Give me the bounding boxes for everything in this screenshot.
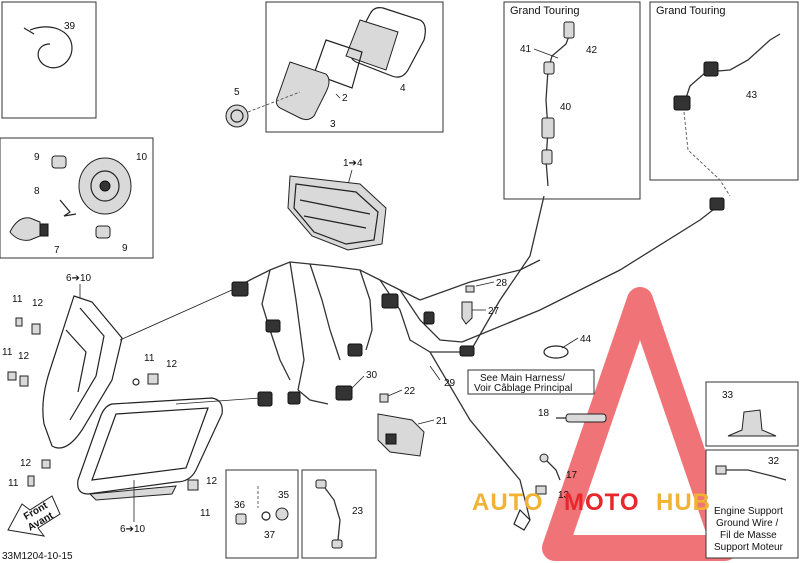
callout-11-b: 11 [2,347,13,358]
watermark-hub: HUB [656,489,711,516]
grand-touring-left-parts [541,21,575,187]
main-harness-note [467,369,595,395]
callout-28: 28 [496,278,508,289]
callout-39: 39 [64,21,76,32]
callout-9-top: 9 [34,152,40,163]
callout-43: 43 [746,90,758,101]
callout-40: 40 [560,102,572,113]
callout-32: 32 [768,456,780,467]
engine-support-line-4: Support Moteur [714,542,784,553]
ground-wire-part [715,465,787,481]
callout-13: 13 [558,490,570,501]
callout-12-d: 12 [20,458,32,469]
grommet-28 [465,285,475,293]
washer-c [132,378,140,386]
callout-1-to-4: 1➔4 [343,158,363,169]
header-grand-touring-left: Grand Touring [510,5,580,17]
engine-support-line-1: Engine Support [714,506,783,517]
instrument-cluster [287,175,387,251]
front-arrow-icon [7,495,61,537]
callout-23: 23 [352,506,364,517]
screw-b [7,371,17,381]
callout-29: 29 [444,378,456,389]
callout-11-e: 11 [200,508,211,519]
callout-30: 30 [366,370,378,381]
clip-e [187,479,199,491]
callout-35: 35 [278,490,290,501]
right-headlamp [77,397,223,501]
reference-code: 33M1204-10-15 [2,551,73,562]
fastener-parts [235,486,289,525]
watermark-moto: MOTO [564,489,640,516]
callout-12-e: 12 [206,476,218,487]
callout-5: 5 [234,87,240,98]
control-module-21 [377,413,425,457]
sensor-27 [461,301,473,325]
main-harness-note-fr: Voir Câblage Principal [474,383,572,394]
connector-30 [335,385,353,401]
watermark-logo [542,287,738,561]
callout-22: 22 [404,386,416,397]
callout-37: 37 [264,530,276,541]
sensor-assembly [535,413,607,495]
callout-12-c: 12 [166,359,178,370]
screw-a [15,317,23,327]
callout-18: 18 [538,408,550,419]
callout-17: 17 [566,470,578,481]
main-harness-note-en: See Main Harness/ [480,373,565,384]
callout-11-c: 11 [144,353,155,364]
engine-support-line-3: Fil de Masse [720,530,777,541]
callout-4: 4 [400,83,406,94]
callout-21: 21 [436,416,448,427]
callout-27: 27 [488,306,500,317]
watermark-auto: AUTO [472,489,544,516]
callout-2: 2 [342,93,348,104]
callout-12-b: 12 [18,351,30,362]
callout-6-to-10-bottom: 6➔10 [120,524,146,535]
headlamp-bulb-parts [9,155,132,241]
callout-42: 42 [586,45,598,56]
watermark-text: AUTO MOTO HUB [472,489,711,516]
callout-3: 3 [330,119,336,130]
callout-11-d: 11 [8,478,19,489]
clip-a [31,323,41,335]
callout-44: 44 [580,334,592,345]
callout-11-a: 11 [12,294,23,305]
callout-6-to-10-top: 6➔10 [66,273,92,284]
callout-7: 7 [54,245,60,256]
grand-touring-right-parts [673,33,781,197]
sensor-23-part [315,479,343,549]
fastener-22 [379,393,389,403]
box-clamp [1,1,97,119]
callout-36: 36 [234,500,246,511]
clip-b [19,375,29,387]
box-grand-touring-right [649,1,799,181]
gauge-parts [225,7,426,128]
engine-support-line-2: Ground Wire / [716,518,778,529]
callout-33: 33 [722,390,734,401]
clamp-part [23,26,73,69]
part-44 [543,345,569,359]
callout-12-a: 12 [32,298,44,309]
screw-d [27,475,35,487]
callout-41: 41 [520,44,532,55]
clip-c [147,373,159,385]
header-grand-touring-right: Grand Touring [656,5,726,17]
callout-9-bottom: 9 [122,243,128,254]
clip-d [41,459,51,469]
callout-8: 8 [34,186,40,197]
main-wiring-harness [231,195,725,531]
left-headlamp [42,295,123,449]
push-rivet-part [727,409,777,437]
callout-10: 10 [136,152,148,163]
